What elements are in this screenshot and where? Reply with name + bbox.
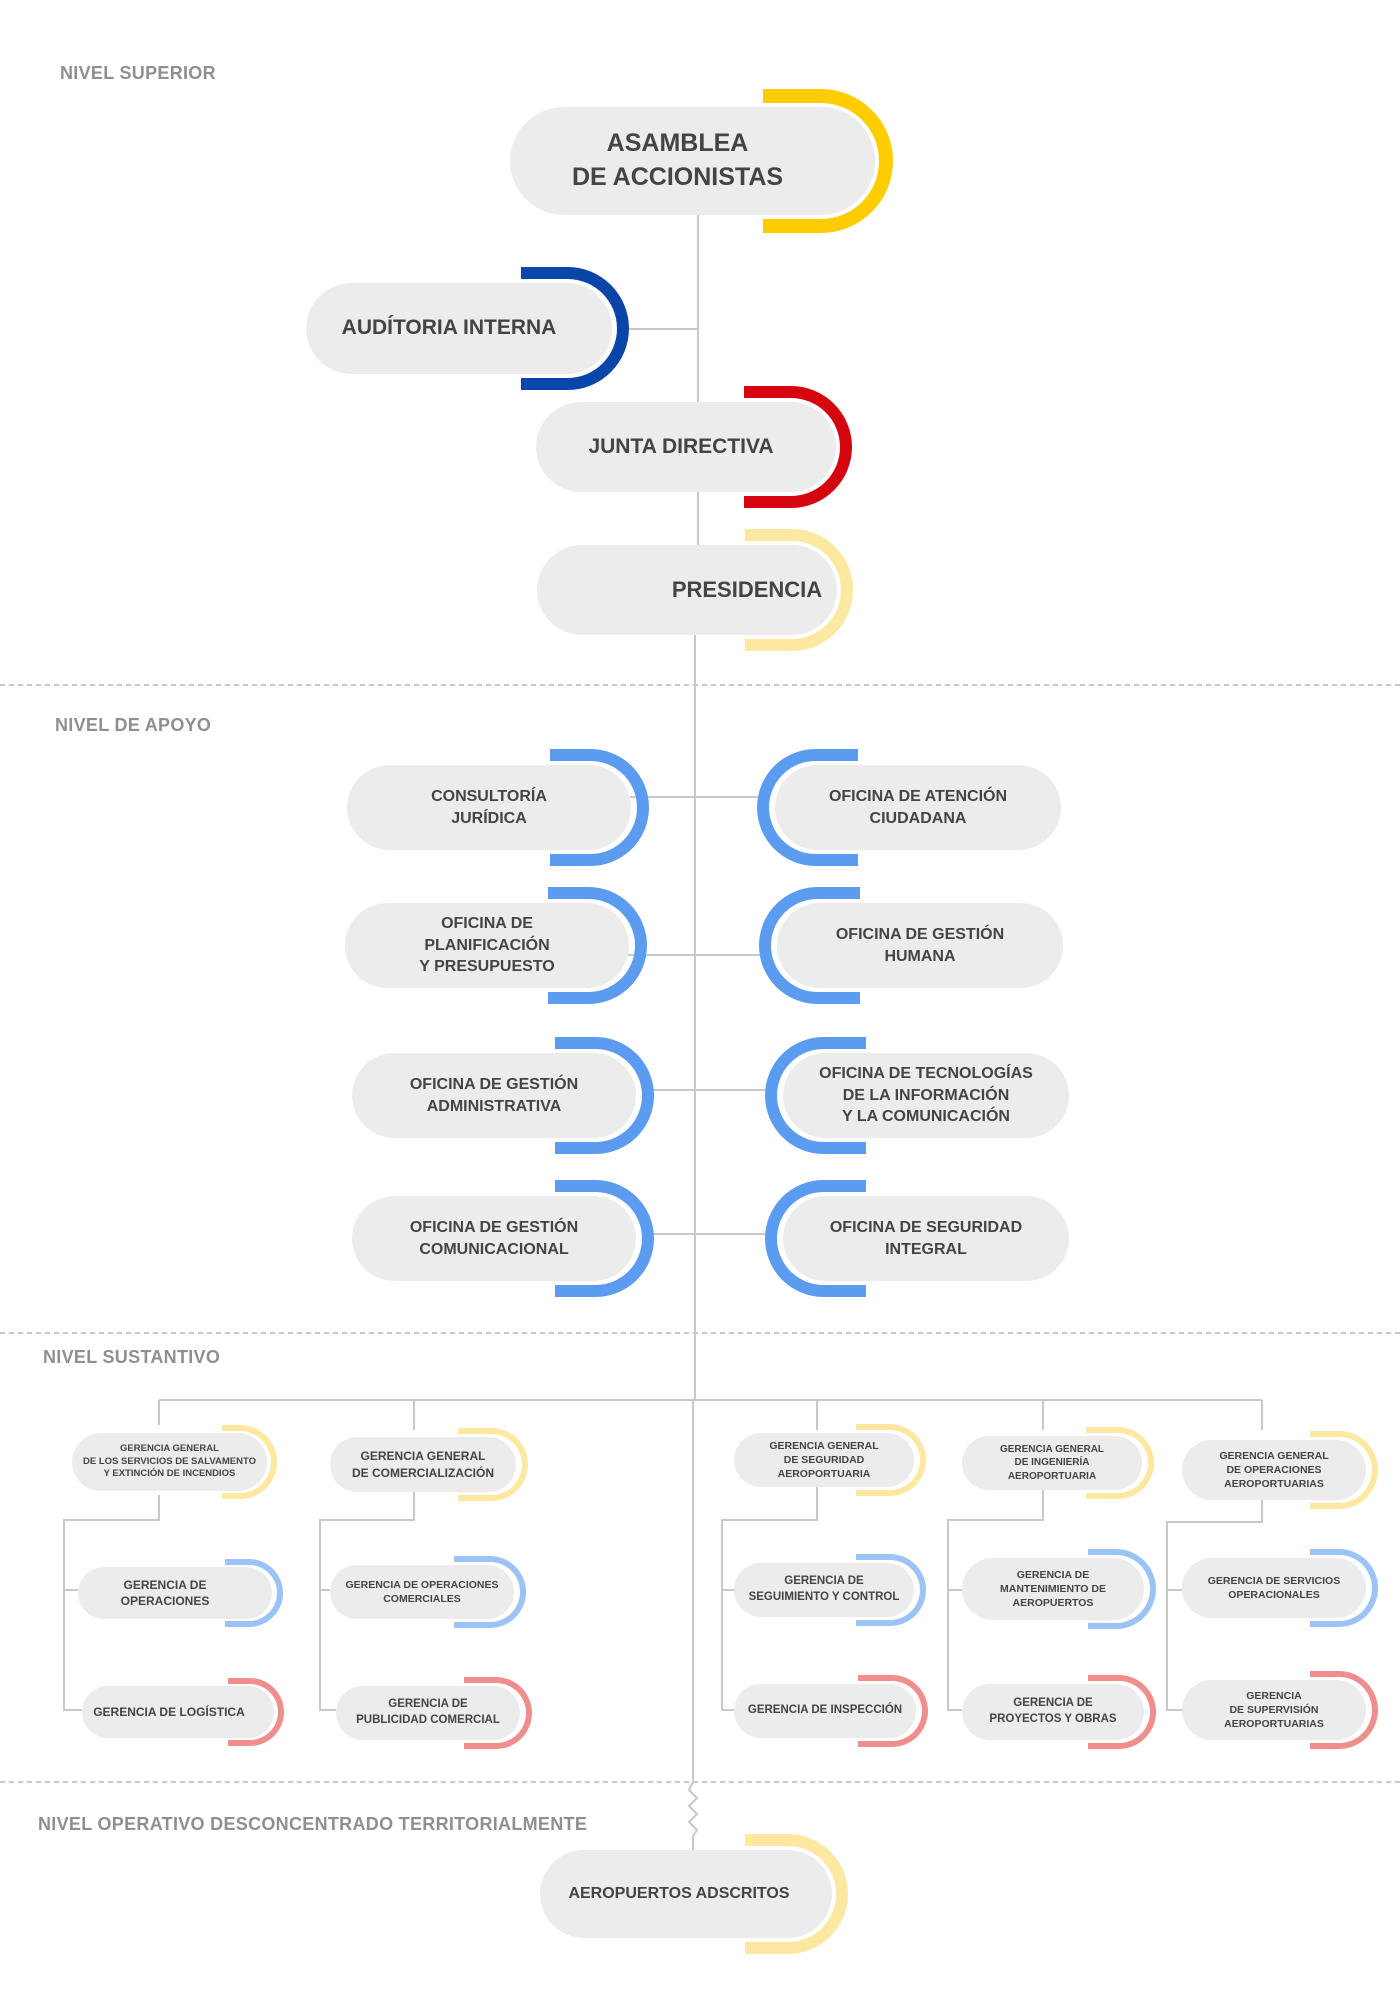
arc-seguridad-aero: [856, 1424, 926, 1496]
arc-publicidad: [464, 1677, 532, 1749]
node-ingenieria: GERENCIA GENERAL DE INGENIERÍA AEROPORTU…: [962, 1427, 1154, 1499]
node-seguimiento: GERENCIA DE SEGUIMIENTO Y CONTROL: [734, 1554, 926, 1626]
servicios-op-label: GERENCIA DE SERVICIOS OPERACIONALES: [1182, 1558, 1366, 1618]
node-seguridad-integral: OFICINA DE SEGURIDAD INTEGRAL: [765, 1180, 1069, 1297]
arc-comercializacion: [458, 1428, 528, 1501]
gestion-com-label: OFICINA DE GESTIÓN COMUNICACIONAL: [352, 1196, 636, 1281]
node-junta: JUNTA DIRECTIVA: [536, 386, 852, 508]
node-supervision: GERENCIA DE SUPERVISIÓN AEROPORTUARIAS: [1182, 1671, 1378, 1749]
level-label-apoyo: NIVEL DE APOYO: [55, 715, 212, 735]
node-mantenimiento: GERENCIA DE MANTENIMIENTO DE AEROPUERTOS: [962, 1549, 1156, 1629]
node-gestion-com: OFICINA DE GESTIÓN COMUNICACIONAL: [352, 1180, 654, 1297]
proyectos-label: GERENCIA DE PROYECTOS Y OBRAS: [962, 1684, 1144, 1740]
presidencia-label: PRESIDENCIA: [537, 545, 837, 635]
operaciones-label: GERENCIA DE OPERACIONES: [78, 1567, 272, 1619]
consultoria-label: CONSULTORÍA JURÍDICA: [347, 765, 631, 850]
seguimiento-label: GERENCIA DE SEGUIMIENTO Y CONTROL: [734, 1563, 914, 1617]
node-operaciones: GERENCIA DE OPERACIONES: [78, 1559, 283, 1627]
node-op-aero: GERENCIA GENERAL DE OPERACIONES AEROPORT…: [1182, 1431, 1378, 1509]
node-aeropuertos: AEROPUERTOS ADSCRITOS: [540, 1834, 848, 1954]
node-consultoria: CONSULTORÍA JURÍDICA: [347, 749, 649, 866]
node-planificacion: OFICINA DE PLANIFICACIÓN Y PRESUPUESTO: [345, 887, 647, 1004]
node-gestion-admin: OFICINA DE GESTIÓN ADMINISTRATIVA: [352, 1037, 654, 1154]
node-seguridad-aero: GERENCIA GENERAL DE SEGURIDAD AEROPORTUA…: [734, 1424, 926, 1496]
arc-ingenieria: [1086, 1427, 1154, 1499]
node-tecnologias: OFICINA DE TECNOLOGÍAS DE LA INFORMACIÓN…: [765, 1037, 1069, 1154]
col1-tree: [63, 1495, 160, 1711]
node-proyectos: GERENCIA DE PROYECTOS Y OBRAS: [962, 1675, 1156, 1749]
aeropuertos-label: AEROPUERTOS ADSCRITOS: [540, 1850, 832, 1938]
publicidad-label: GERENCIA DE PUBLICIDAD COMERCIAL: [336, 1686, 520, 1740]
arc-salvamento: [222, 1425, 277, 1499]
arc-seguimiento: [856, 1554, 926, 1626]
node-gestion-humana: OFICINA DE GESTIÓN HUMANA: [759, 887, 1063, 1004]
col2-tree: [319, 1490, 415, 1711]
planificacion-label: OFICINA DE PLANIFICACIÓN Y PRESUPUESTO: [345, 903, 629, 988]
arc-logistica: [228, 1678, 284, 1746]
gestion-humana-label: OFICINA DE GESTIÓN HUMANA: [777, 903, 1063, 988]
op-comerciales-label: GERENCIA DE OPERACIONES COMERCIALES: [330, 1565, 514, 1619]
node-presidencia: PRESIDENCIA: [537, 529, 853, 651]
level-label-sustantivo: NIVEL SUSTANTIVO: [43, 1347, 221, 1367]
arc-inspeccion: [858, 1675, 928, 1747]
arc-supervision: [1310, 1671, 1378, 1749]
atencion-label: OFICINA DE ATENCIÓN CIUDADANA: [775, 765, 1061, 850]
node-salvamento: GERENCIA GENERAL DE LOS SERVICIOS DE SAL…: [72, 1425, 277, 1499]
salvamento-label: GERENCIA GENERAL DE LOS SERVICIOS DE SAL…: [72, 1433, 267, 1491]
node-publicidad: GERENCIA DE PUBLICIDAD COMERCIAL: [336, 1677, 532, 1749]
auditoria-label: AUDÍTORIA INTERNA: [306, 283, 612, 374]
node-servicios-op: GERENCIA DE SERVICIOS OPERACIONALES: [1182, 1549, 1378, 1627]
asamblea-label: ASAMBLEA DE ACCIONISTAS: [510, 107, 875, 215]
comercializacion-label: GERENCIA GENERAL DE COMERCIALIZACIÓN: [330, 1437, 516, 1492]
spine-wavy-break: [687, 1781, 699, 1837]
col3-tree: [721, 1487, 818, 1711]
gestion-admin-label: OFICINA DE GESTIÓN ADMINISTRATIVA: [352, 1053, 636, 1138]
col4-tree: [947, 1490, 1044, 1711]
level-label-superior: NIVEL SUPERIOR: [60, 63, 216, 83]
node-atencion: OFICINA DE ATENCIÓN CIUDADANA: [757, 749, 1061, 866]
arc-proyectos: [1088, 1675, 1156, 1749]
seguridad-integral-label: OFICINA DE SEGURIDAD INTEGRAL: [783, 1196, 1069, 1281]
seguridad-aero-label: GERENCIA GENERAL DE SEGURIDAD AEROPORTUA…: [734, 1433, 914, 1487]
tecnologias-label: OFICINA DE TECNOLOGÍAS DE LA INFORMACIÓN…: [783, 1053, 1069, 1138]
arc-operaciones: [225, 1559, 283, 1627]
arc-servicios-op: [1310, 1549, 1378, 1627]
node-asamblea: ASAMBLEA DE ACCIONISTAS: [510, 89, 893, 233]
node-inspeccion: GERENCIA DE INSPECCIÓN: [734, 1675, 928, 1747]
col5-tree: [1166, 1500, 1263, 1711]
arc-mantenimiento: [1088, 1549, 1156, 1629]
arc-op-comerciales: [454, 1556, 526, 1628]
mantenimiento-label: GERENCIA DE MANTENIMIENTO DE AEROPUERTOS: [962, 1558, 1144, 1620]
inspeccion-label: GERENCIA DE INSPECCIÓN: [734, 1684, 916, 1738]
op-aero-label: GERENCIA GENERAL DE OPERACIONES AEROPORT…: [1182, 1440, 1366, 1500]
level-label-operativo: NIVEL OPERATIVO DESCONCENTRADO TERRITORI…: [38, 1814, 588, 1834]
node-op-comerciales: GERENCIA DE OPERACIONES COMERCIALES: [330, 1556, 526, 1628]
arc-op-aero: [1310, 1431, 1378, 1509]
ingenieria-label: GERENCIA GENERAL DE INGENIERÍA AEROPORTU…: [962, 1436, 1142, 1490]
node-auditoria: AUDÍTORIA INTERNA: [306, 267, 629, 390]
supervision-label: GERENCIA DE SUPERVISIÓN AEROPORTUARIAS: [1182, 1680, 1366, 1740]
node-comercializacion: GERENCIA GENERAL DE COMERCIALIZACIÓN: [330, 1428, 528, 1501]
junta-label: JUNTA DIRECTIVA: [536, 402, 836, 492]
logistica-label: GERENCIA DE LOGÍSTICA: [82, 1686, 274, 1738]
node-logistica: GERENCIA DE LOGÍSTICA: [82, 1678, 284, 1746]
